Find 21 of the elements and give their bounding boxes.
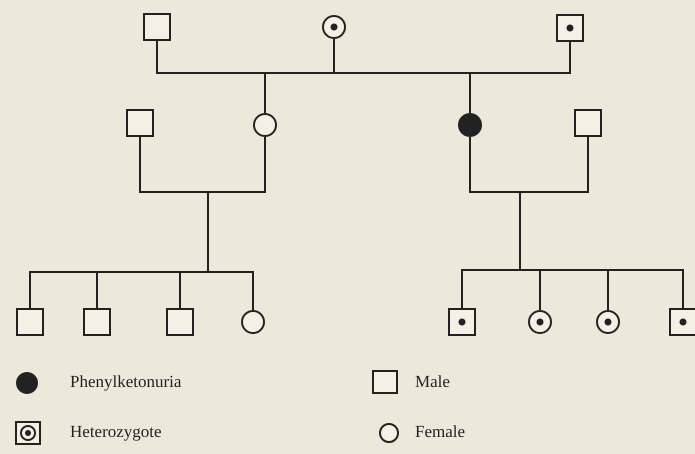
- male-square: [574, 109, 602, 137]
- male-square: [126, 109, 154, 137]
- male-square: [83, 308, 111, 336]
- pedigree-line: [469, 42, 571, 113]
- heterozygote-female-circle: [322, 15, 346, 39]
- legend-label: Phenylketonuria: [70, 372, 182, 392]
- male-square: [16, 308, 44, 336]
- male-square: [143, 13, 171, 41]
- legend-label: Heterozygote: [70, 422, 162, 442]
- pedigree-line: [207, 137, 266, 310]
- male-square: [166, 308, 194, 336]
- legend-label: Male: [415, 372, 450, 392]
- heterozygote-female-circle: [596, 310, 620, 334]
- heterozygote-male-square: [448, 308, 476, 336]
- affected-female-circle: [458, 113, 482, 137]
- female-circle: [253, 113, 277, 137]
- legend-label: Female: [415, 422, 466, 442]
- heterozygote-male-square: [556, 14, 584, 42]
- female-circle: [241, 310, 265, 334]
- pedigree-line: [519, 137, 684, 308]
- heterozygote-female-circle: [528, 310, 552, 334]
